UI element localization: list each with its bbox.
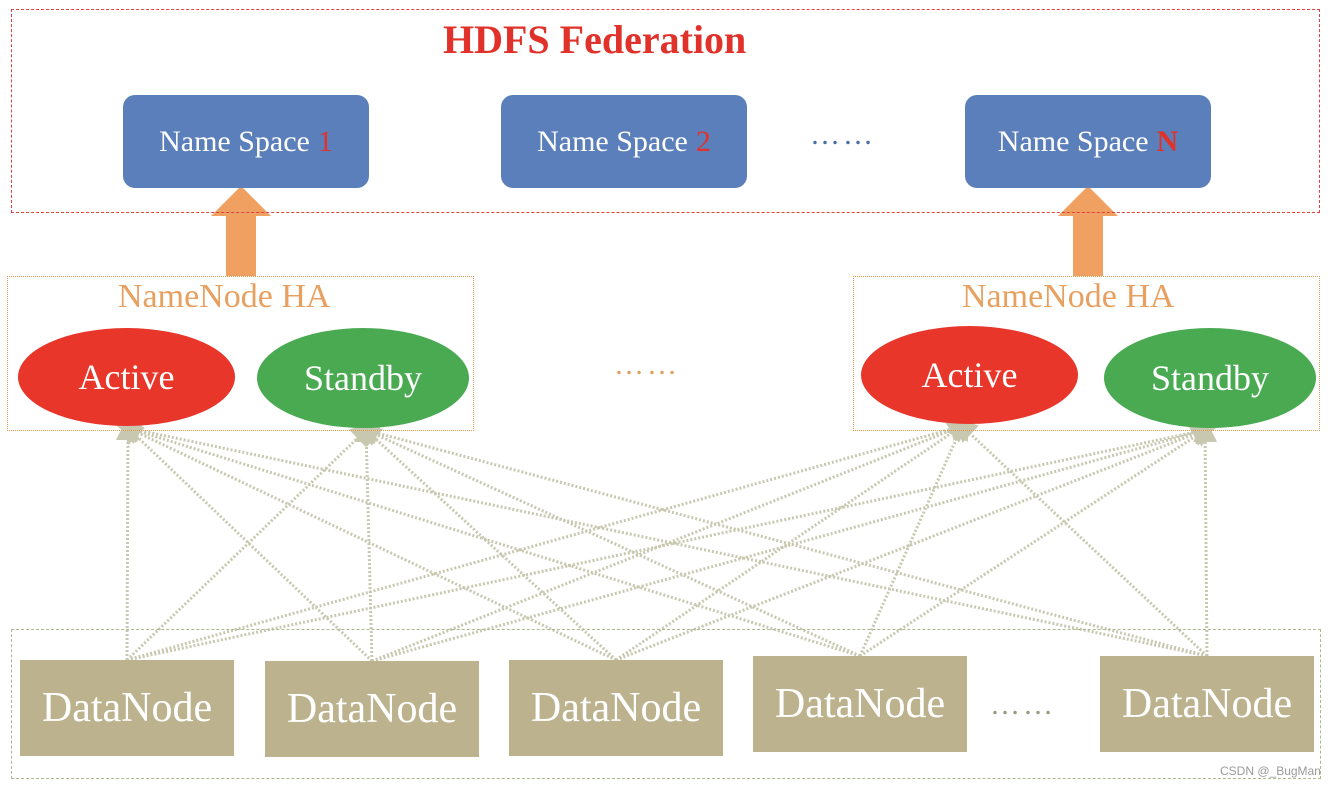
namespace-number: 1 <box>317 124 333 158</box>
datanode-1-to-namenode-2-link <box>125 421 375 662</box>
namespace-2: Name Space 2 <box>501 95 747 188</box>
datanode-4-to-namenode-2-link <box>355 424 861 658</box>
datanode-4-to-namenode-3-link <box>858 415 969 657</box>
datanode-1-to-namenode-1-link <box>115 416 140 661</box>
namespace-n: Name Space N <box>965 95 1211 188</box>
active-namenode-2: Active <box>861 326 1078 424</box>
namespace-number: 2 <box>695 124 711 158</box>
datanode-container <box>11 629 1321 779</box>
datanode-2: DataNode <box>265 661 479 757</box>
datanode-ellipsis: …… <box>990 688 1056 721</box>
datanode-5-to-namenode-4-link <box>1193 418 1218 657</box>
datanode-1-to-namenode-4-link <box>126 420 1217 662</box>
standby-namenode-1: Standby <box>257 328 469 428</box>
namenode-ha-group-1 <box>7 276 474 431</box>
namenode-ha-title: NameNode HA <box>962 278 1175 315</box>
datanode-2-to-namenode-4-link <box>371 421 1217 663</box>
datanode-5-to-namenode-1-link <box>116 418 1208 658</box>
namenode-ha-group-2 <box>853 276 1320 431</box>
datanode-3: DataNode <box>509 660 723 756</box>
namespace-number: N <box>1156 124 1179 158</box>
datanode-1-to-namenode-3-link <box>126 417 974 662</box>
datanode-1: DataNode <box>20 660 234 756</box>
datanode-3-to-namenode-1-link <box>117 422 617 662</box>
datanode-2-to-namenode-3-link <box>371 419 974 663</box>
active-namenode-1: Active <box>18 328 235 426</box>
ha-ellipsis: …… <box>614 348 680 381</box>
datanode-4: DataNode <box>753 656 967 752</box>
datanode-4-to-namenode-4-link <box>859 423 1216 658</box>
datanode-2-to-namenode-1-link <box>119 419 374 663</box>
namespace-label: Name Space <box>537 124 688 158</box>
namenode-ha-title: NameNode HA <box>118 278 331 315</box>
datanode-3-to-namenode-2-link <box>357 421 618 662</box>
datanode-3-to-namenode-4-link <box>615 423 1217 662</box>
datanode-3-to-namenode-3-link <box>615 419 972 662</box>
federation-container <box>11 9 1320 213</box>
datanode-5: DataNode <box>1100 656 1314 752</box>
watermark: CSDN @_BugMan <box>1220 764 1321 778</box>
standby-namenode-2: Standby <box>1104 328 1316 428</box>
datanode-5-to-namenode-3-link <box>953 417 1209 658</box>
datanode-2-to-namenode-2-link <box>354 418 379 662</box>
datanode-4-to-namenode-1-link <box>116 420 861 658</box>
datanode-5-to-namenode-2-link <box>354 421 1208 658</box>
namespace-label: Name Space <box>997 124 1149 158</box>
namespace-1: Name Space 1 <box>123 95 369 188</box>
namespace-label: Name Space <box>159 124 310 158</box>
namespace-ellipsis: …… <box>810 118 876 151</box>
federation-title: HDFS Federation <box>443 17 747 62</box>
